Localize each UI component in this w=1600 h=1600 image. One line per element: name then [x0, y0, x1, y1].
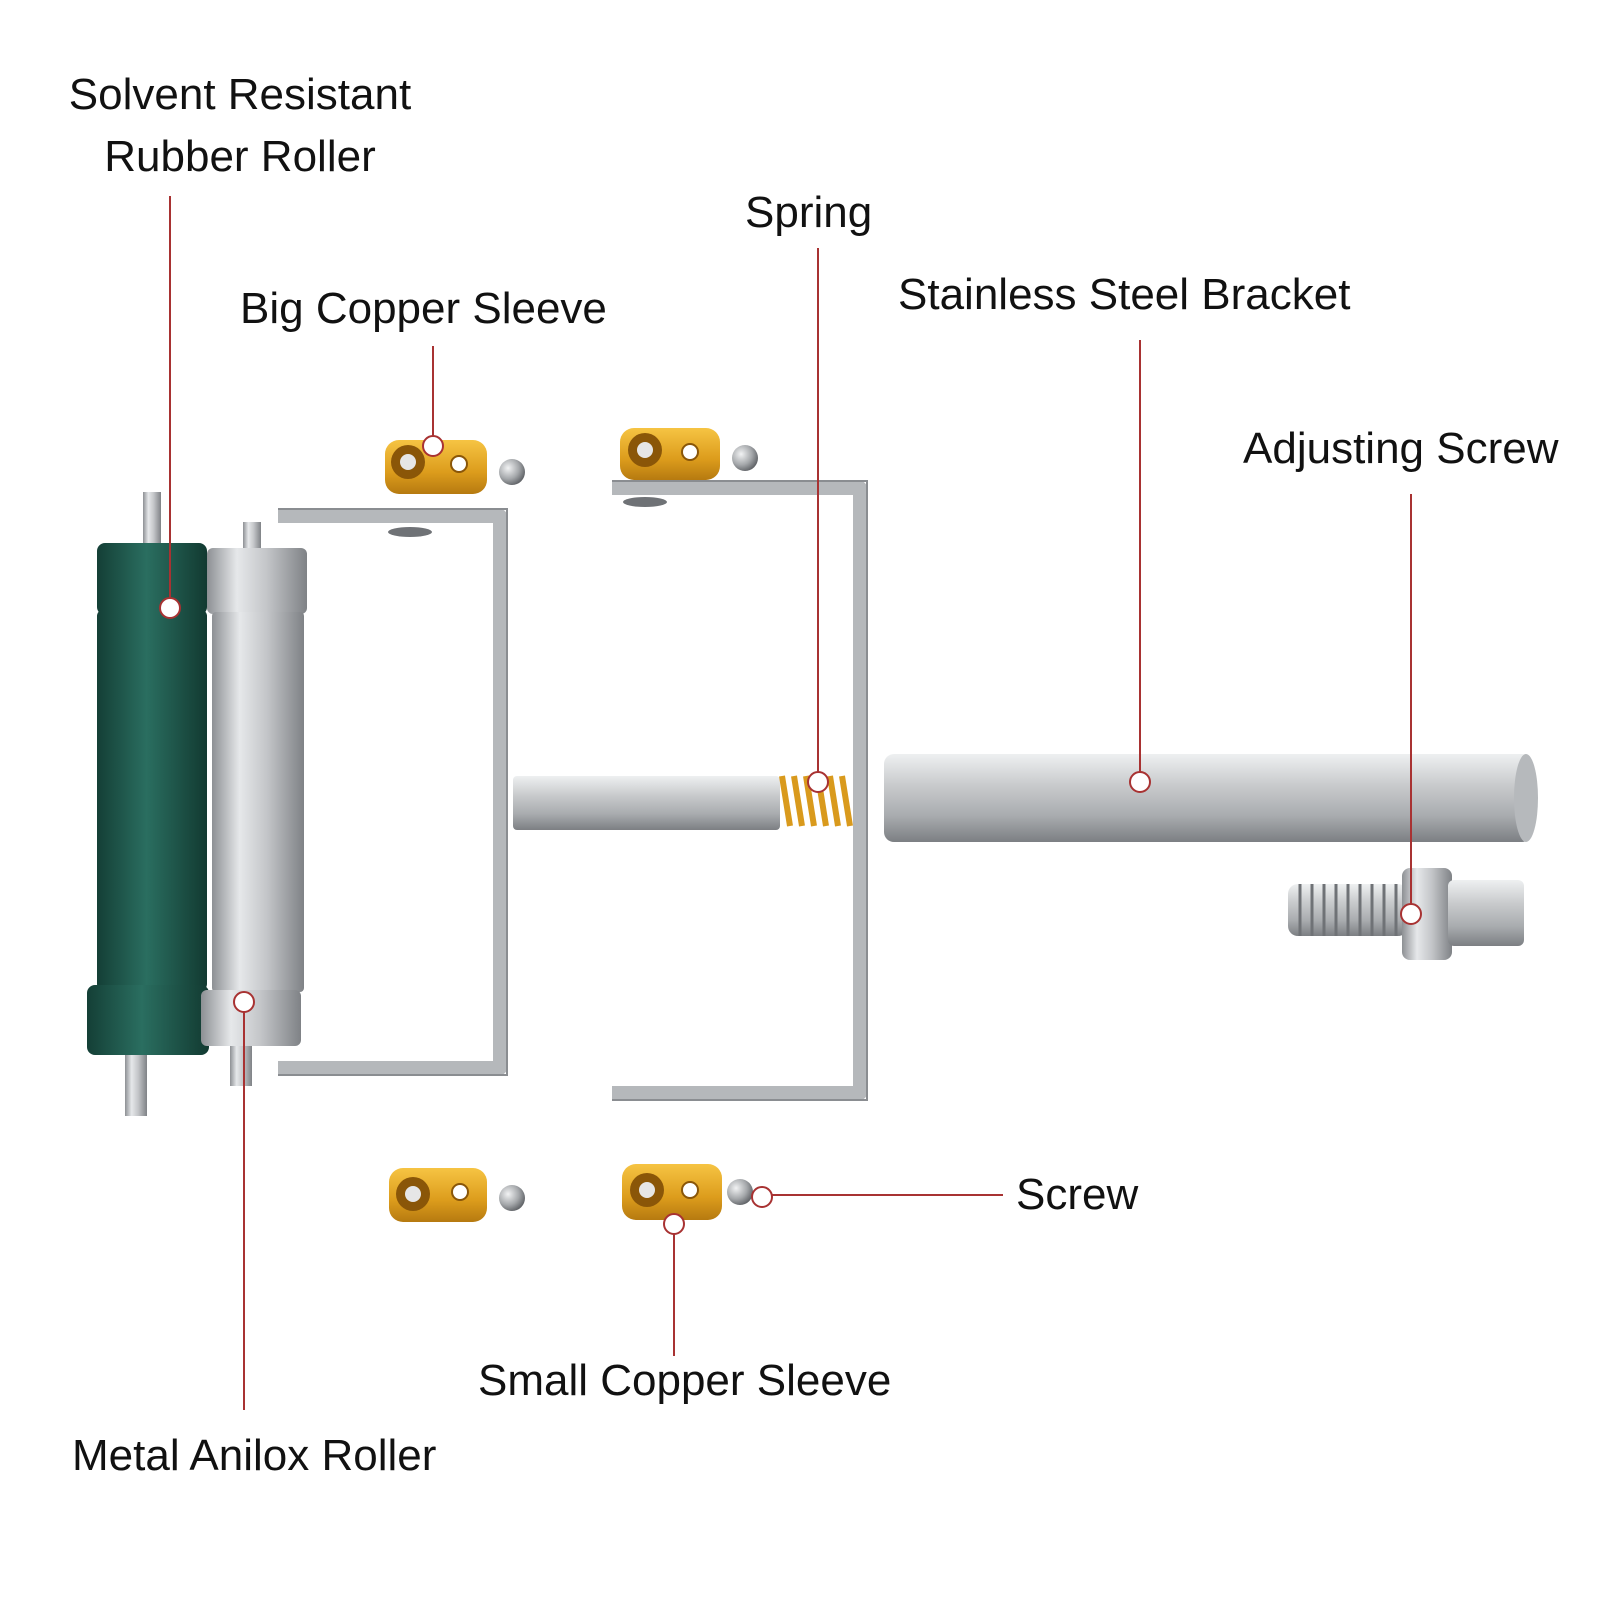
- left-bracket: [278, 509, 507, 1075]
- label-adjusting-screw: Adjusting Screw: [1243, 424, 1559, 473]
- spring: [779, 775, 853, 827]
- right-bracket: [612, 481, 867, 1100]
- label-rubber-roller: Solvent Resistant Rubber Roller: [50, 64, 430, 188]
- long-rod: [884, 754, 1532, 842]
- label-rubber-roller-line2: Rubber Roller: [104, 132, 376, 181]
- label-spring: Spring: [745, 188, 873, 237]
- big-copper-sleeve-right: [620, 428, 758, 480]
- label-rubber-roller-line1: Solvent Resistant: [68, 70, 412, 119]
- anilox-roller: [201, 522, 307, 1086]
- small-copper-sleeve-right: [622, 1164, 753, 1220]
- label-big-copper-sleeve: Big Copper Sleeve: [240, 284, 607, 333]
- label-small-copper-sleeve: Small Copper Sleeve: [478, 1356, 892, 1405]
- short-rod: [513, 776, 780, 830]
- leader-dots: [159, 435, 1422, 1235]
- label-stainless-steel-bracket: Stainless Steel Bracket: [898, 270, 1351, 319]
- label-screw: Screw: [1016, 1170, 1139, 1219]
- adjusting-screw: [1288, 868, 1524, 960]
- rubber-roller: [87, 492, 209, 1116]
- big-copper-sleeve-left: [385, 440, 525, 494]
- small-copper-sleeve-left: [389, 1168, 525, 1222]
- label-metal-anilox-roller: Metal Anilox Roller: [72, 1431, 437, 1480]
- leader-lines: [169, 196, 1412, 1410]
